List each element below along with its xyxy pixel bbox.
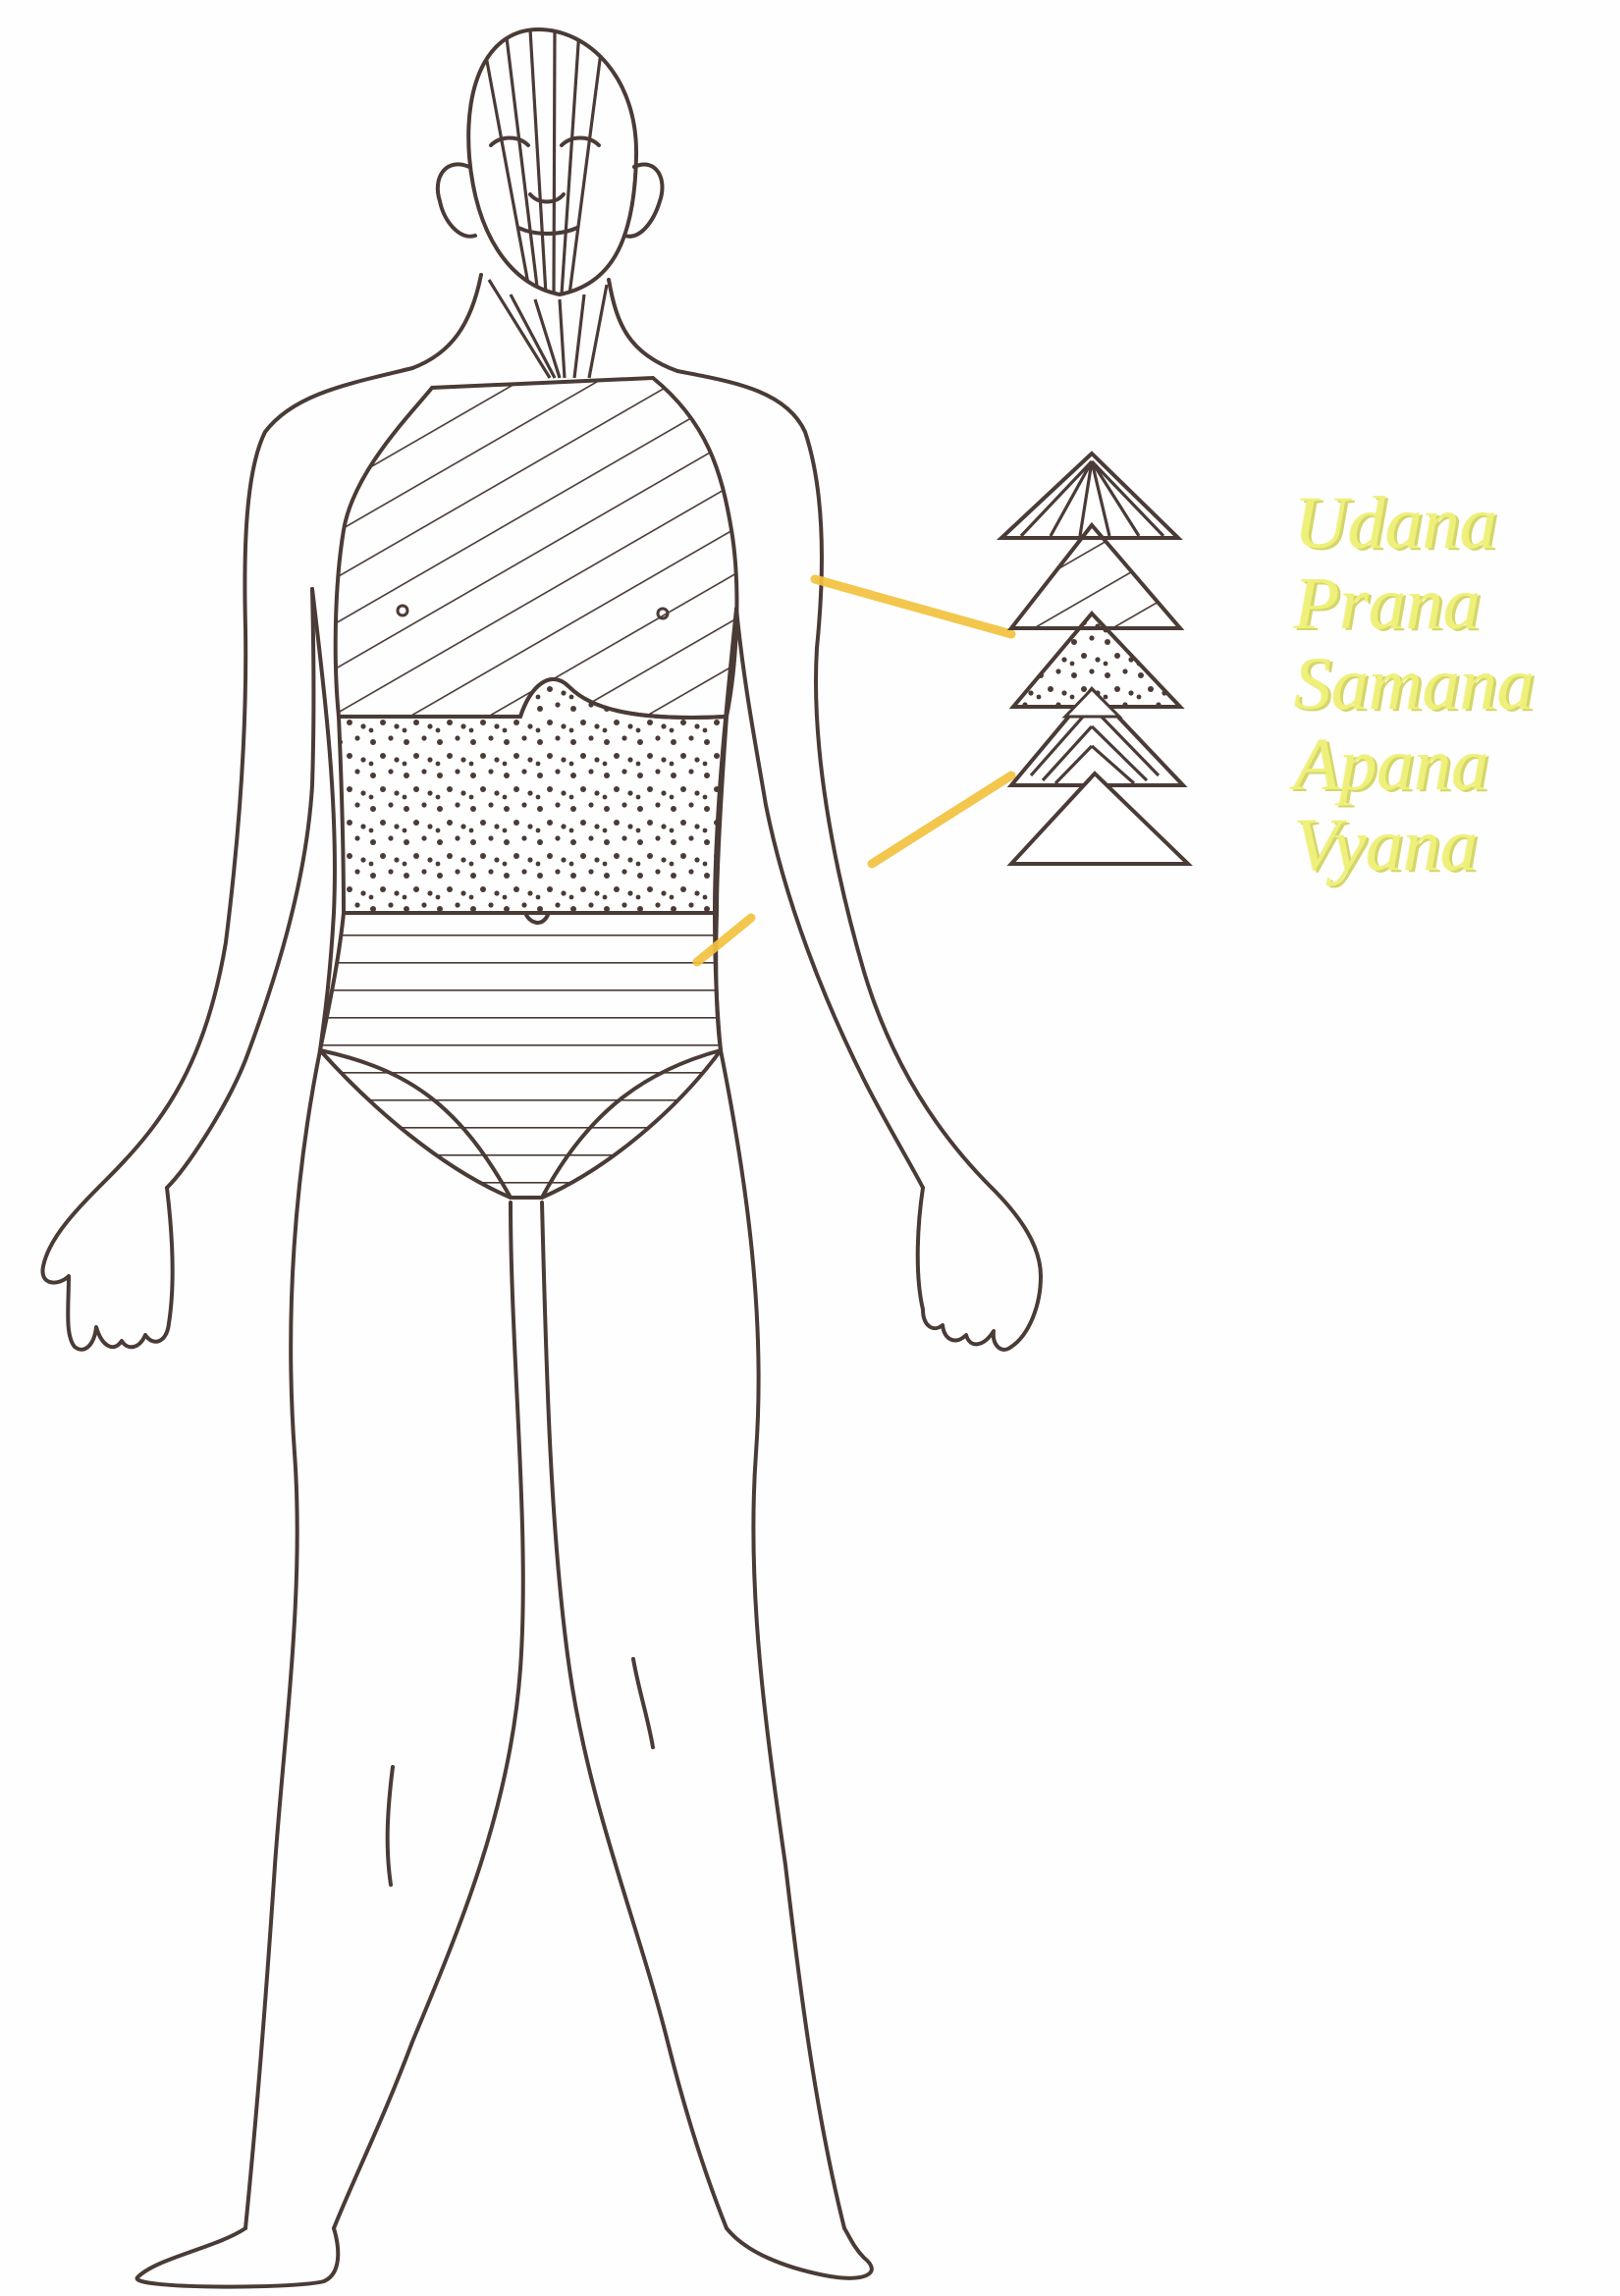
left-foot xyxy=(137,2228,339,2287)
right-eye xyxy=(562,138,599,146)
neck-left xyxy=(412,275,481,368)
left-leg-outer xyxy=(245,1050,320,2228)
right-hand xyxy=(918,1188,1041,1350)
left-hand xyxy=(42,1178,172,1350)
left-inner-arm xyxy=(167,589,314,1188)
legend-label-prana: Prana xyxy=(1294,563,1608,644)
left-leg-inner xyxy=(334,1202,523,2228)
udana-neck-lines xyxy=(489,280,607,378)
left-eye xyxy=(491,138,528,146)
legend-label-samana: Samana xyxy=(1294,644,1608,724)
nose xyxy=(530,194,564,202)
right-inner-arm xyxy=(736,609,923,1188)
legend-label-vyana: Vyana xyxy=(1294,805,1608,885)
mouth xyxy=(518,228,577,234)
neck-right xyxy=(609,280,677,371)
apana-region xyxy=(320,913,721,1198)
right-knee xyxy=(388,1767,393,1885)
connector-apana xyxy=(872,775,1011,864)
legend-triangle-prana xyxy=(1011,525,1180,628)
legend-label-udana: Udana xyxy=(1294,483,1608,563)
legend-label-apana: Apana xyxy=(1294,724,1608,805)
right-foot xyxy=(727,2228,872,2278)
legend-triangles xyxy=(1001,454,1188,864)
right-ear xyxy=(624,165,662,237)
right-leg-outer xyxy=(721,1050,844,2228)
legend-labels: Udana Prana Samana Apana Vyana xyxy=(1294,483,1608,885)
torso-left-side xyxy=(312,589,335,1050)
connector-prana xyxy=(815,579,1011,634)
left-knee xyxy=(633,1659,653,1747)
prana-region xyxy=(336,378,737,718)
right-leg-inner xyxy=(542,1202,727,2228)
